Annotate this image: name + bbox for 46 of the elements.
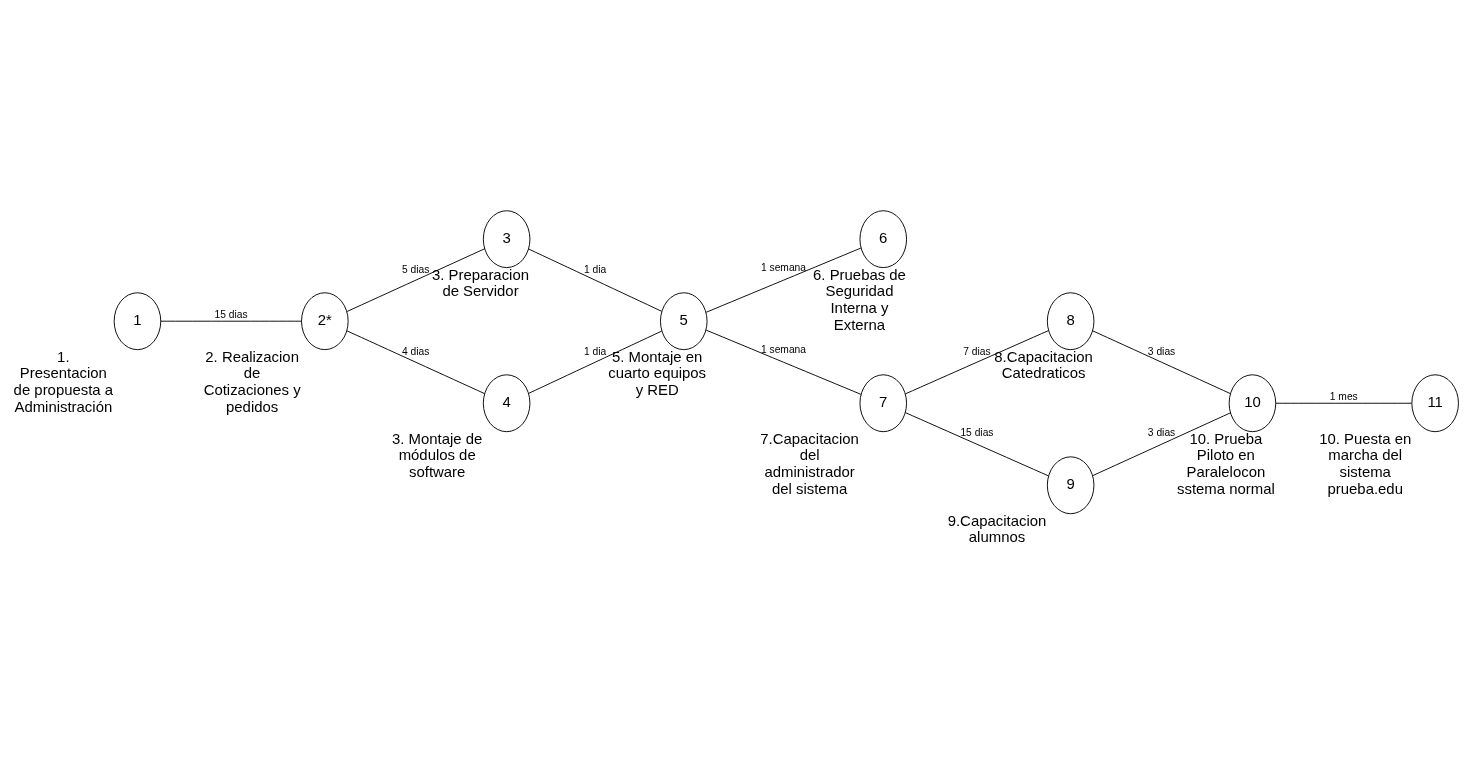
node-label: 8.Capacitacion Catedraticos: [994, 348, 1093, 382]
node-ellipse: 10: [1228, 374, 1277, 433]
node-label: 7.Capacitacion del administrador del sistema: [760, 430, 859, 497]
edge-label: 7 dias: [963, 345, 991, 357]
connector: [905, 412, 1049, 477]
node-ellipse: 1: [113, 292, 162, 351]
node-ellipse: 4: [482, 374, 531, 433]
node-ellipse: 5: [660, 292, 708, 351]
connector: [346, 248, 486, 312]
edge-label: 15 dias: [960, 426, 994, 438]
node-ellipse: 7: [859, 374, 908, 433]
edge-label: 4 dias: [402, 345, 430, 357]
node-label: 1. Presentacion de propuesta a Administración: [13, 348, 114, 415]
node-label: 3. Preparacion de Servidor: [432, 266, 530, 300]
connector: [1092, 330, 1231, 395]
node-ellipse: 11: [1411, 374, 1459, 433]
node-ellipse: 3: [482, 210, 531, 269]
connector: [528, 330, 663, 394]
node-label: 9.Capacitacion alumnos: [947, 512, 1047, 546]
edge-label: 5 dias: [402, 263, 430, 275]
edge-label: 15 dias: [214, 309, 248, 321]
edge-label: 3 dias: [1147, 426, 1176, 438]
node-ellipse: 8: [1046, 292, 1095, 351]
edge-label: 1 semana: [761, 343, 807, 355]
node-ellipse: 9: [1046, 456, 1095, 515]
connector: [160, 320, 302, 322]
connector: [905, 330, 1049, 395]
node-label: 10. Prueba Piloto en Paralelocon sstema normal: [1176, 430, 1275, 497]
connector: [1275, 402, 1413, 404]
connector: [346, 330, 486, 395]
node-label: 3. Montaje de módulos de software: [392, 430, 483, 481]
edge-label: 1 mes: [1329, 391, 1358, 403]
connector: [1092, 412, 1231, 476]
node-label: 10. Puesta en marcha del sistema prueba.edu: [1319, 430, 1412, 497]
connector: [528, 248, 663, 312]
node-label: 2. Realizacion de Cotizaciones y pedidos: [203, 348, 301, 415]
connector: [705, 247, 862, 313]
node-ellipse: 6: [859, 210, 908, 269]
node-ellipse: 2*: [301, 292, 349, 351]
edge-label: 1 dia: [584, 345, 607, 357]
connector: [705, 329, 862, 395]
edge-label: 1 dia: [584, 263, 607, 275]
node-label: 5. Montaje en cuarto equipos y RED: [608, 348, 707, 399]
node-label: 6. Pruebas de Seguridad Interna y Externa: [813, 266, 906, 333]
edge-label: 1 semana: [761, 261, 807, 273]
edge-label: 3 dias: [1147, 345, 1176, 357]
